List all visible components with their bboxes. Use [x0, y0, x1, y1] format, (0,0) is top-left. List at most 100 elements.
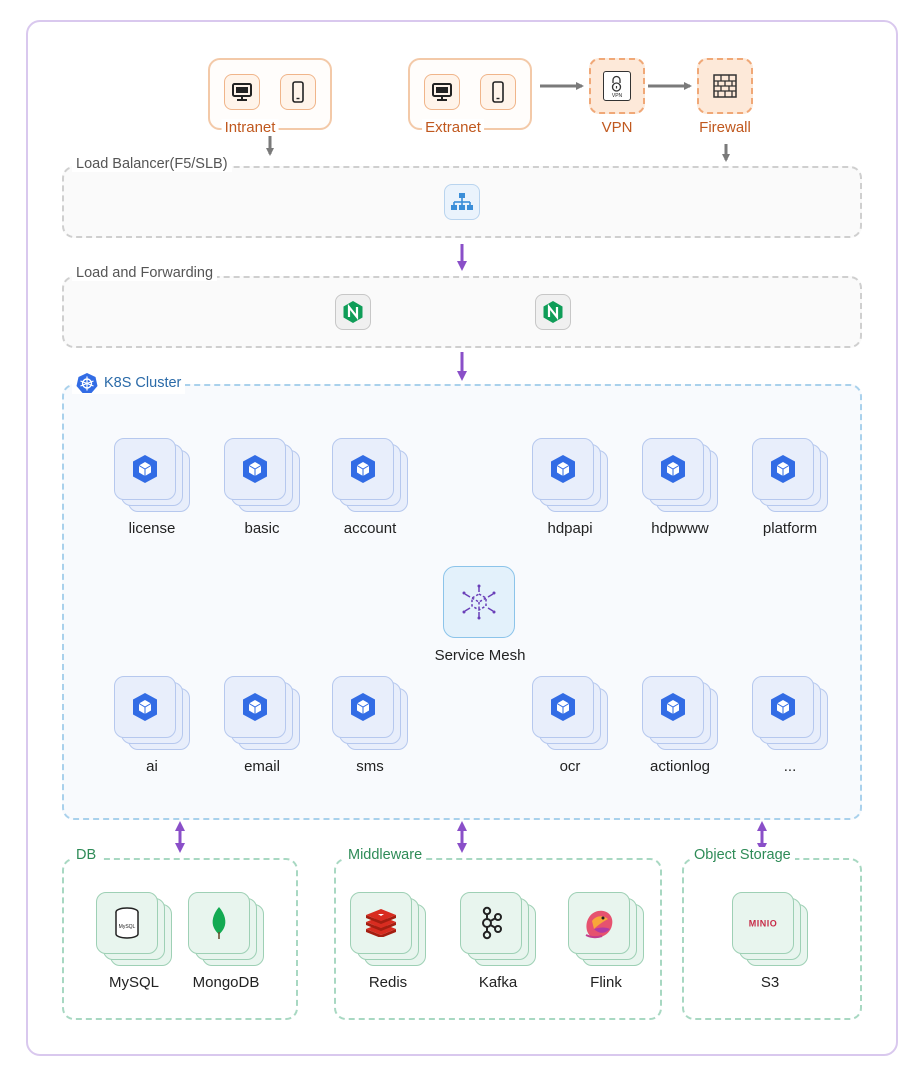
service-4-bottom-stack	[642, 676, 718, 752]
service-1-top-stack	[224, 438, 300, 514]
mysql-icon: MySQL	[113, 907, 141, 939]
service-0-top-icon	[130, 454, 160, 484]
service-mesh-icon	[462, 584, 496, 620]
db-title: DB	[72, 847, 101, 863]
service-3-top-stack	[532, 438, 608, 514]
service-4-top-stack	[642, 438, 718, 514]
kafka-label: Kafka	[478, 974, 518, 991]
service-mesh-node	[443, 566, 515, 638]
service-5-top-label: platform	[762, 520, 818, 537]
service-2-bottom-stack	[332, 676, 408, 752]
load-forwarding-group	[62, 276, 862, 348]
service-2-top-stack	[332, 438, 408, 514]
flink-label: Flink	[590, 974, 622, 991]
service-0-bottom-stack	[114, 676, 190, 752]
minio-icon-text: MINIO	[749, 919, 778, 929]
extranet-label: Extranet	[422, 119, 484, 136]
kafka-stack	[460, 892, 536, 968]
service-mesh-label: Service Mesh	[434, 647, 526, 664]
middleware-title: Middleware	[344, 847, 427, 863]
service-1-bottom-label: email	[244, 758, 280, 775]
service-2-bottom-label: sms	[356, 758, 384, 775]
mysql-label: MySQL	[108, 974, 160, 991]
service-3-top-icon	[548, 454, 578, 484]
s3-label: S3	[760, 974, 780, 991]
nginx-icon	[535, 294, 571, 330]
mongodb-icon	[209, 906, 229, 940]
service-0-bottom-icon	[130, 692, 160, 722]
firewall-node	[697, 58, 753, 114]
service-3-top-label: hdpapi	[547, 520, 593, 537]
desktop-icon	[224, 74, 260, 110]
redis-icon	[364, 909, 398, 937]
object-storage-title: Object Storage	[690, 847, 795, 863]
mongodb-stack	[188, 892, 264, 968]
kubernetes-icon	[76, 373, 98, 393]
redis-stack	[350, 892, 426, 968]
service-5-bottom-icon	[768, 692, 798, 722]
intranet-label: Intranet	[221, 119, 279, 136]
mysql-card: MySQL	[96, 892, 158, 954]
flink-card	[568, 892, 630, 954]
mobile-icon	[280, 74, 316, 110]
k8s-cluster-title: K8S Cluster	[104, 375, 182, 391]
service-0-bottom-card	[114, 676, 176, 738]
service-1-bottom-card	[224, 676, 286, 738]
service-4-top-label: hdpwww	[651, 520, 709, 537]
service-5-bottom-card	[752, 676, 814, 738]
service-4-top-icon	[658, 454, 688, 484]
flink-stack	[568, 892, 644, 968]
load-balancer-icon	[444, 184, 480, 220]
flink-icon	[582, 907, 616, 939]
load-balancer-title: Load Balancer(F5/SLB)	[72, 156, 232, 172]
mongodb-card	[188, 892, 250, 954]
db-group	[62, 858, 298, 1020]
mysql-icon-text: MySQL	[119, 924, 136, 930]
service-4-bottom-label: actionlog	[649, 758, 711, 775]
service-0-bottom-label: ai	[146, 758, 158, 775]
service-5-top-icon	[768, 454, 798, 484]
service-3-bottom-stack	[532, 676, 608, 752]
s3-card: MINIO	[732, 892, 794, 954]
service-3-bottom-icon	[548, 692, 578, 722]
redis-label: Redis	[368, 974, 408, 991]
vpn-icon-text: VPN	[611, 93, 623, 99]
service-4-top-card	[642, 438, 704, 500]
service-0-top-card	[114, 438, 176, 500]
desktop-icon	[424, 74, 460, 110]
service-0-top-stack	[114, 438, 190, 514]
service-3-bottom-label: ocr	[559, 758, 581, 775]
service-1-top-card	[224, 438, 286, 500]
service-3-bottom-card	[532, 676, 594, 738]
vpn-node: VPN	[589, 58, 645, 114]
service-5-top-stack	[752, 438, 828, 514]
service-5-top-card	[752, 438, 814, 500]
firewall-label: Firewall	[699, 119, 751, 136]
service-1-bottom-icon	[240, 692, 270, 722]
service-2-top-label: account	[343, 520, 397, 537]
s3-icon: MINIO	[741, 917, 785, 929]
middleware-group	[334, 858, 662, 1020]
service-3-top-card	[532, 438, 594, 500]
service-1-top-icon	[240, 454, 270, 484]
redis-card	[350, 892, 412, 954]
mobile-icon	[480, 74, 516, 110]
service-5-bottom-stack	[752, 676, 828, 752]
service-4-bottom-card	[642, 676, 704, 738]
service-1-top-label: basic	[244, 520, 280, 537]
service-0-top-label: license	[128, 520, 176, 537]
nginx-icon	[335, 294, 371, 330]
diagram-frame	[26, 20, 898, 1056]
service-2-top-icon	[348, 454, 378, 484]
firewall-icon	[713, 74, 737, 98]
vpn-lock-icon: VPN	[603, 71, 631, 101]
service-2-bottom-card	[332, 676, 394, 738]
load-forwarding-title: Load and Forwarding	[72, 265, 218, 281]
s3-stack: MINIO	[732, 892, 808, 968]
service-4-bottom-icon	[658, 692, 688, 722]
k8s-cluster-header: K8S Cluster	[72, 372, 186, 394]
service-2-top-card	[332, 438, 394, 500]
kafka-icon	[479, 906, 503, 940]
kafka-card	[460, 892, 522, 954]
service-2-bottom-icon	[348, 692, 378, 722]
